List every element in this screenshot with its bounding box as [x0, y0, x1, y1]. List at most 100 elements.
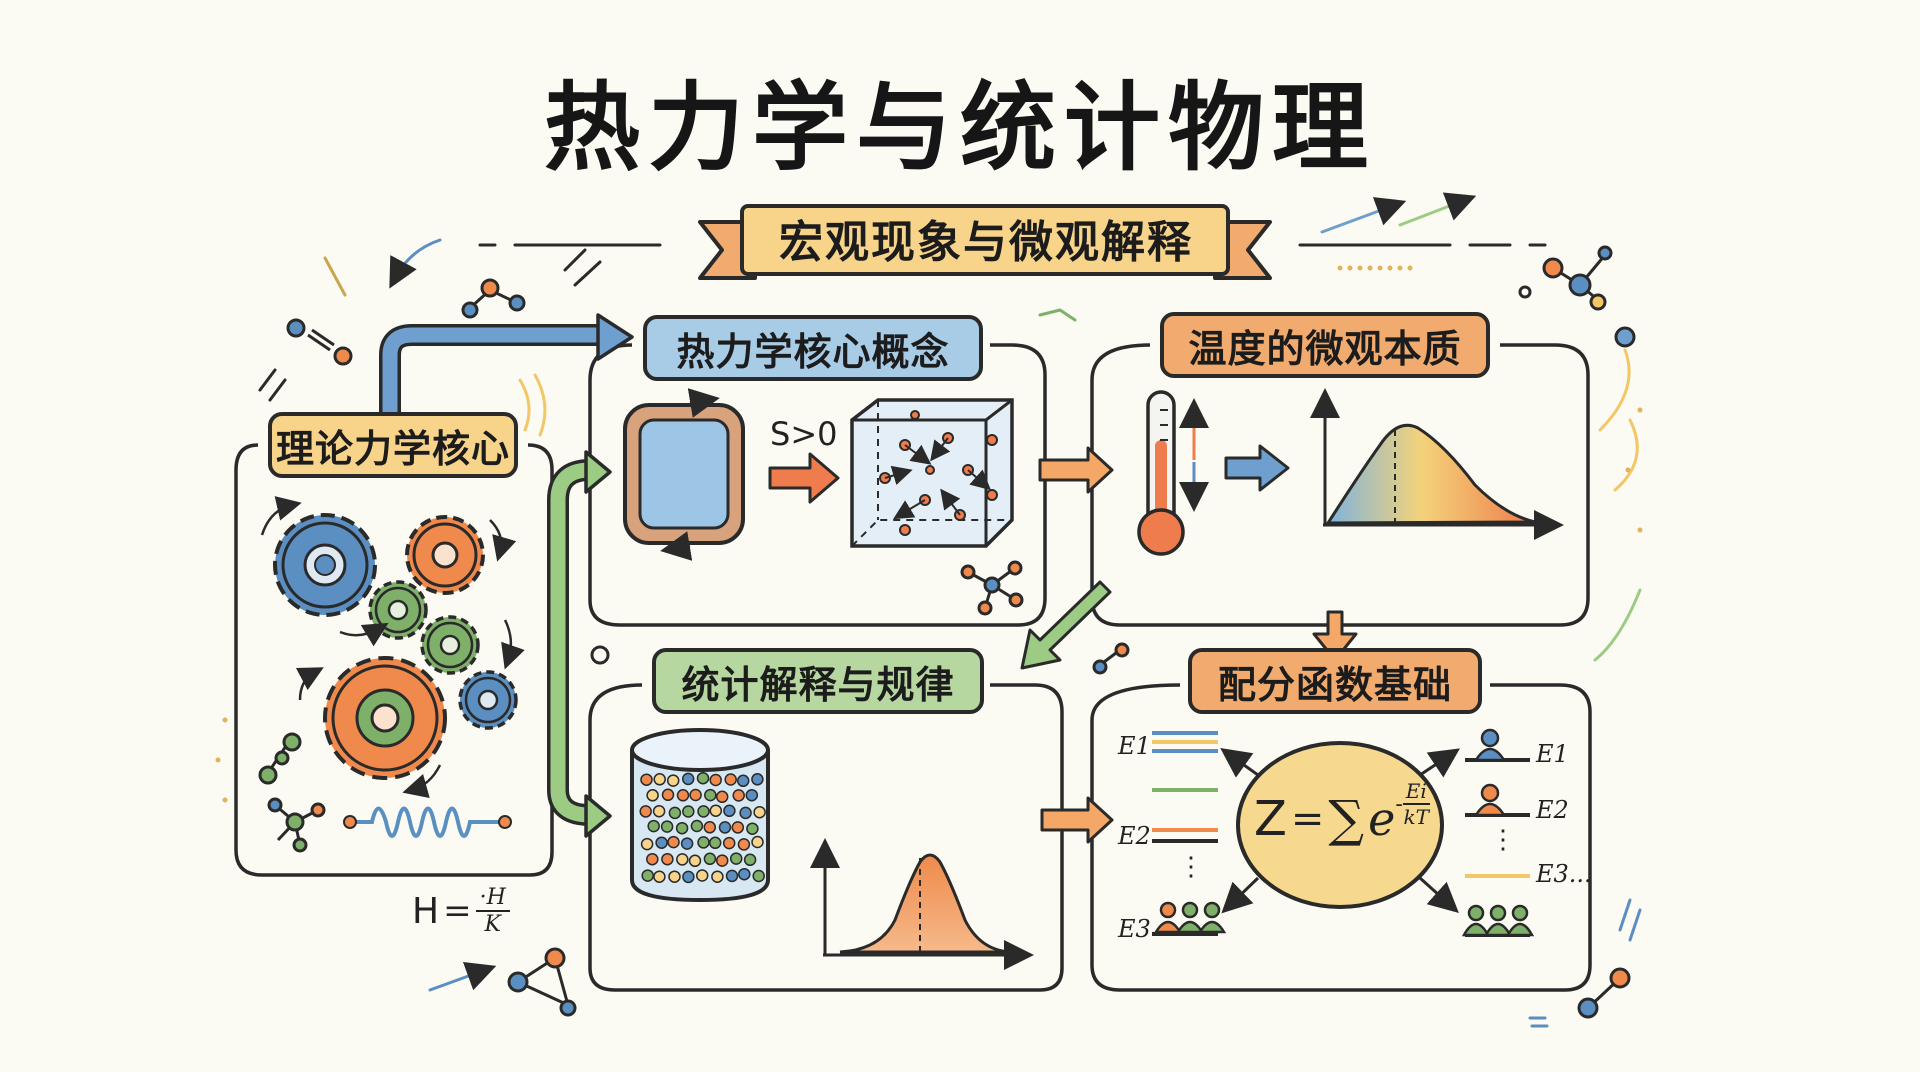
energy-left-3: E3 — [1118, 915, 1151, 943]
formula-fraction: ·H K — [475, 885, 510, 937]
jar-particle — [738, 867, 751, 881]
jar-particle — [682, 870, 695, 884]
section-label-partition: 配分函数基础 — [1188, 648, 1482, 714]
jar-particle — [751, 835, 764, 849]
jar-particle — [676, 853, 689, 866]
energy-left-2: E2 — [1118, 822, 1151, 850]
jar-particle — [652, 804, 666, 818]
rotation-arrows — [260, 496, 525, 799]
formula-z-eq: = — [1290, 796, 1325, 842]
decor-dots — [215, 265, 1643, 803]
jar-particle — [661, 788, 675, 802]
formula-e: e — [1368, 792, 1396, 846]
formula-exp-fraction: Ei kT — [1402, 779, 1430, 829]
arrow-temp-to-stat — [1020, 580, 1112, 670]
jar-particle — [724, 773, 737, 786]
jar-particle — [703, 852, 717, 866]
jar-particle — [709, 804, 723, 817]
jar-particle — [723, 804, 736, 818]
panel-stat — [588, 683, 1064, 992]
gear-blue-small — [458, 670, 518, 730]
formula-z: Z — [1254, 791, 1287, 847]
jar-particle — [746, 822, 759, 835]
gas-cube — [850, 398, 1014, 548]
jar-particle — [697, 836, 710, 849]
jar-particle — [695, 869, 709, 882]
jar-particle — [718, 821, 732, 834]
panel-theory — [234, 443, 554, 877]
energy-level-lines-left — [1152, 731, 1218, 936]
jar-particle — [668, 806, 682, 820]
jar-particle — [751, 773, 764, 786]
gear-blue — [273, 513, 377, 617]
jar-particle — [753, 805, 766, 819]
jar-particle — [715, 854, 729, 867]
formula-exponent: - Ei kT — [1395, 779, 1430, 829]
jar-particle — [737, 838, 751, 851]
jar-particle — [703, 821, 717, 834]
decor-molecule-bottomright — [1577, 967, 1631, 1019]
section-label-statistics: 统计解释与规律 — [652, 648, 984, 714]
arrow-temp-to-partition — [1312, 610, 1358, 662]
decor-molecule-mid — [590, 642, 1130, 675]
jar-particle — [709, 773, 722, 787]
section-label-temperature: 温度的微观本质 — [1160, 312, 1490, 378]
thermometer-icon — [1137, 390, 1185, 556]
jar-particle — [666, 774, 680, 787]
jar-particle — [647, 819, 660, 833]
formula-h: H — [412, 890, 440, 932]
gear-green-b — [420, 615, 480, 675]
panel-outlines — [234, 343, 1592, 992]
jar-particle — [653, 773, 666, 786]
jar-particle — [743, 853, 757, 867]
jar-particle — [752, 869, 765, 883]
jar-particle — [722, 836, 736, 850]
formula-num: ·H — [475, 885, 510, 912]
thermo-system-box — [623, 388, 745, 561]
theory-formula: H = ·H K — [412, 885, 510, 937]
panel-partition — [1090, 683, 1592, 992]
jar-particle — [640, 837, 654, 851]
energy-right-1: E1 — [1536, 740, 1569, 768]
jar-particle — [640, 773, 653, 786]
banner-ribbon — [698, 204, 1272, 280]
jar-particle — [653, 870, 666, 883]
jar-particle — [646, 852, 659, 866]
formula-den: K — [484, 912, 501, 937]
decor-molecule-bottomleft — [507, 947, 577, 1017]
section-label-theory: 理论力学核心 — [268, 412, 518, 478]
jar-particle — [715, 790, 729, 804]
jar-particle — [708, 836, 722, 850]
decor-strokes — [258, 192, 1642, 1028]
energy-right-2: E2 — [1536, 796, 1569, 824]
particle-jar — [630, 728, 770, 903]
jar-particle — [729, 852, 743, 865]
gear-orange-small — [405, 515, 485, 595]
jar-particle — [646, 789, 659, 802]
jar-particle — [688, 854, 702, 868]
pendulum-icon — [258, 732, 302, 785]
jar-particle — [739, 806, 752, 820]
energy-right-3: E3... — [1536, 860, 1592, 888]
jar-particle — [725, 869, 739, 883]
entropy-arrow — [768, 452, 840, 504]
jar-particle — [711, 870, 724, 883]
jar-particle — [731, 821, 745, 834]
jar-particle — [690, 819, 704, 833]
jar-particle — [639, 805, 652, 818]
jar-particle — [736, 774, 750, 788]
panel-temp — [1090, 343, 1590, 627]
entropy-label: S>0 — [770, 415, 838, 453]
jar-particle — [661, 852, 674, 866]
jar-particle — [704, 788, 717, 802]
formula-minus: - — [1395, 791, 1403, 817]
jar-particle — [660, 820, 674, 833]
gear-orange-large — [323, 656, 447, 780]
jar-particle — [682, 805, 695, 818]
thermo-molecule — [960, 560, 1024, 616]
arrow-thermo-to-temp — [1038, 446, 1114, 494]
partition-formula: Z = ∑ e - Ei kT — [1254, 779, 1430, 848]
maxwell-distribution — [1310, 388, 1564, 540]
energy-left-1: E1 — [1118, 732, 1151, 760]
